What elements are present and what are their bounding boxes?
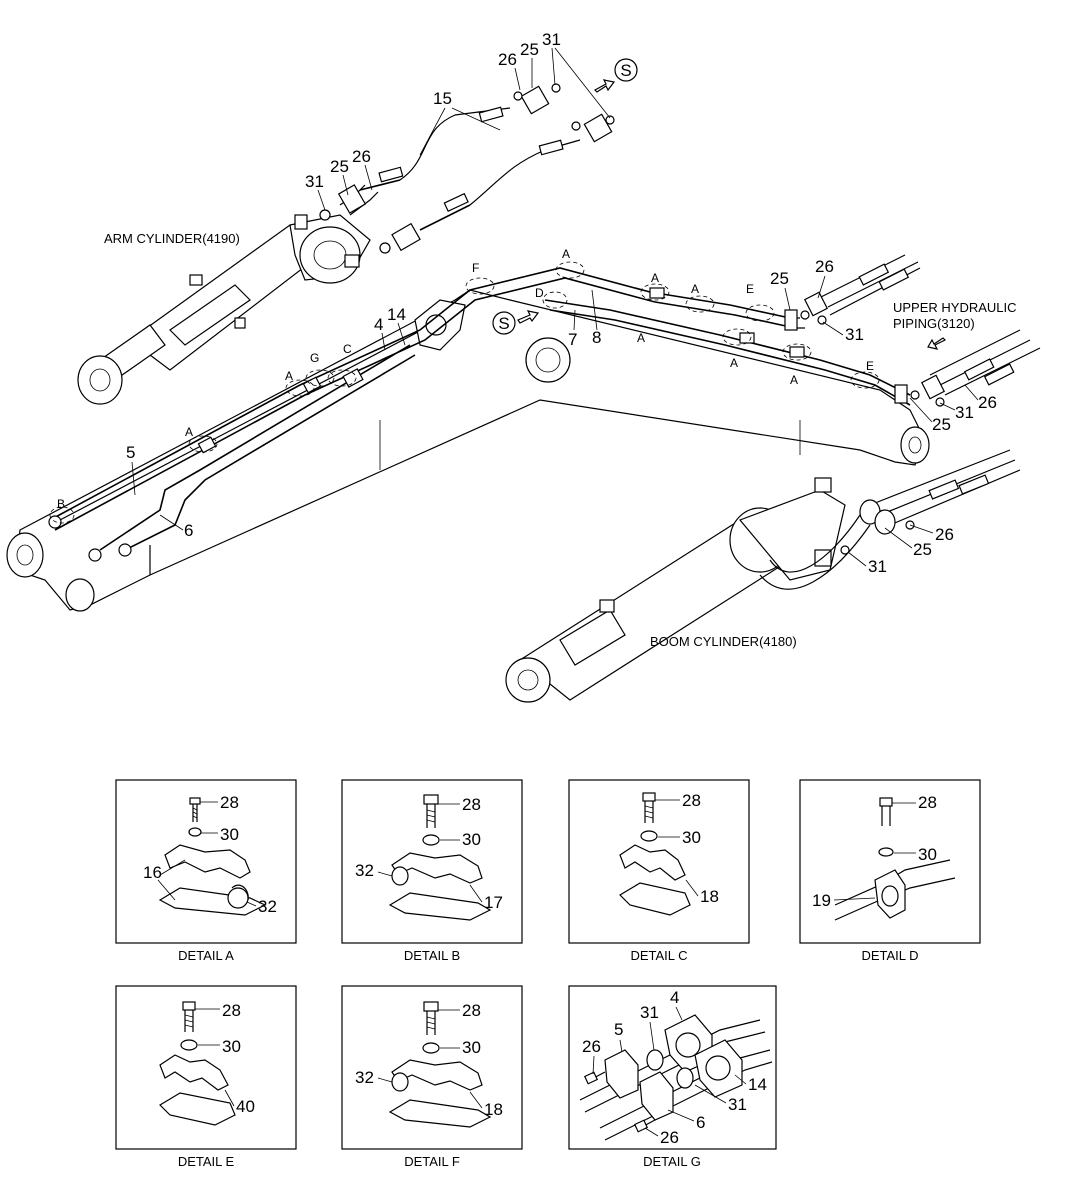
detail-a-30: 30 <box>220 825 239 844</box>
detail-b-28: 28 <box>462 795 481 814</box>
s-marker-boom: S <box>492 310 540 335</box>
arm-cylinder <box>77 79 616 405</box>
callout-31: 31 <box>542 30 561 49</box>
callout-26b: 26 <box>352 147 371 166</box>
callout-25c: 25 <box>770 269 789 288</box>
callout-5: 5 <box>126 443 135 462</box>
callout-6: 6 <box>184 521 193 540</box>
detail-d-28: 28 <box>918 793 937 812</box>
svg-text:A: A <box>285 369 293 383</box>
callout-31c: 31 <box>845 325 864 344</box>
svg-text:G: G <box>310 351 319 365</box>
detail-g-14: 14 <box>748 1075 767 1094</box>
callout-15: 15 <box>433 89 452 108</box>
arm-cylinder-label: ARM CYLINDER(4190) <box>104 231 240 246</box>
callout-25e: 25 <box>913 540 932 559</box>
svg-text:A: A <box>730 356 738 370</box>
detail-g: 26 5 31 4 14 31 6 26 DETAIL G <box>568 985 777 1169</box>
detail-g-caption: DETAIL G <box>643 1154 701 1169</box>
callout-25b: 25 <box>330 157 349 176</box>
upper-piping-label-2: PIPING(3120) <box>893 316 975 331</box>
callout-25: 25 <box>520 40 539 59</box>
detail-a-caption: DETAIL A <box>178 948 234 963</box>
detail-a-28: 28 <box>220 793 239 812</box>
detail-d-30: 30 <box>918 845 937 864</box>
detail-d-caption: DETAIL D <box>861 948 918 963</box>
detail-e-40: 40 <box>236 1097 255 1116</box>
detail-letters: A A G C B F A D A A E A A A E <box>57 247 874 511</box>
detail-c-30: 30 <box>682 828 701 847</box>
callout-4: 4 <box>374 315 383 334</box>
callout-31b: 31 <box>305 172 324 191</box>
callout-7: 7 <box>568 330 577 349</box>
detail-f-caption: DETAIL F <box>404 1154 460 1169</box>
detail-g-6: 6 <box>696 1113 705 1132</box>
detail-g-31b: 31 <box>728 1095 747 1114</box>
detail-d-19: 19 <box>812 891 831 910</box>
main-callouts: 15 26 25 31 26 25 31 14 4 5 6 7 8 25 26 … <box>126 30 997 576</box>
callout-26e: 26 <box>935 525 954 544</box>
boom-cylinder-label: BOOM CYLINDER(4180) <box>650 634 797 649</box>
callout-8: 8 <box>592 328 601 347</box>
detail-b-17: 17 <box>484 893 503 912</box>
callout-31e: 31 <box>868 557 887 576</box>
upper-piping-label-1: UPPER HYDRAULIC <box>893 300 1017 315</box>
boom-pipes <box>48 261 911 562</box>
detail-c-caption: DETAIL C <box>630 948 687 963</box>
callout-25d: 25 <box>932 415 951 434</box>
svg-text:C: C <box>343 342 352 356</box>
callout-26c: 26 <box>815 257 834 276</box>
upper-hydraulic-hoses <box>800 254 1041 407</box>
svg-text:A: A <box>637 331 645 345</box>
detail-g-26b: 26 <box>660 1128 679 1147</box>
callout-26d: 26 <box>978 393 997 412</box>
svg-text:A: A <box>562 247 570 261</box>
svg-text:B: B <box>57 497 65 511</box>
boom-cylinder <box>505 449 1021 703</box>
detail-g-31: 31 <box>640 1003 659 1022</box>
svg-text:F: F <box>472 261 479 275</box>
svg-text:E: E <box>866 359 874 373</box>
detail-c: 28 30 18 DETAIL C <box>568 779 750 963</box>
svg-text:D: D <box>535 286 544 300</box>
svg-text:A: A <box>651 271 659 285</box>
svg-text:S: S <box>498 314 509 333</box>
detail-a-32: 32 <box>258 897 277 916</box>
callout-26: 26 <box>498 50 517 69</box>
detail-f-32: 32 <box>355 1068 374 1087</box>
detail-g-5: 5 <box>614 1020 623 1039</box>
s-marker-top: S <box>614 58 638 82</box>
callout-31d: 31 <box>955 403 974 422</box>
detail-f: 28 30 32 18 DETAIL F <box>341 985 523 1169</box>
detail-g-26: 26 <box>582 1037 601 1056</box>
detail-e-28: 28 <box>222 1001 241 1020</box>
svg-text:A: A <box>185 425 193 439</box>
detail-b-32: 32 <box>355 861 374 880</box>
svg-text:A: A <box>790 373 798 387</box>
detail-b-caption: DETAIL B <box>404 948 460 963</box>
detail-b-30: 30 <box>462 830 481 849</box>
detail-e-caption: DETAIL E <box>178 1154 235 1169</box>
detail-d: 28 30 19 DETAIL D <box>799 779 981 963</box>
svg-text:S: S <box>620 61 631 80</box>
svg-text:A: A <box>691 282 699 296</box>
callout-14: 14 <box>387 305 406 324</box>
detail-e: 28 30 40 DETAIL E <box>115 985 297 1169</box>
detail-f-30: 30 <box>462 1038 481 1057</box>
detail-f-18: 18 <box>484 1100 503 1119</box>
detail-a: 28 30 16 32 DETAIL A <box>115 779 297 963</box>
detail-c-18: 18 <box>700 887 719 906</box>
detail-f-28: 28 <box>462 1001 481 1020</box>
detail-g-4: 4 <box>670 988 679 1007</box>
detail-e-30: 30 <box>222 1037 241 1056</box>
svg-text:E: E <box>746 282 754 296</box>
detail-b: 28 30 32 17 DETAIL B <box>341 779 523 963</box>
detail-a-16: 16 <box>143 863 162 882</box>
detail-c-28: 28 <box>682 791 701 810</box>
